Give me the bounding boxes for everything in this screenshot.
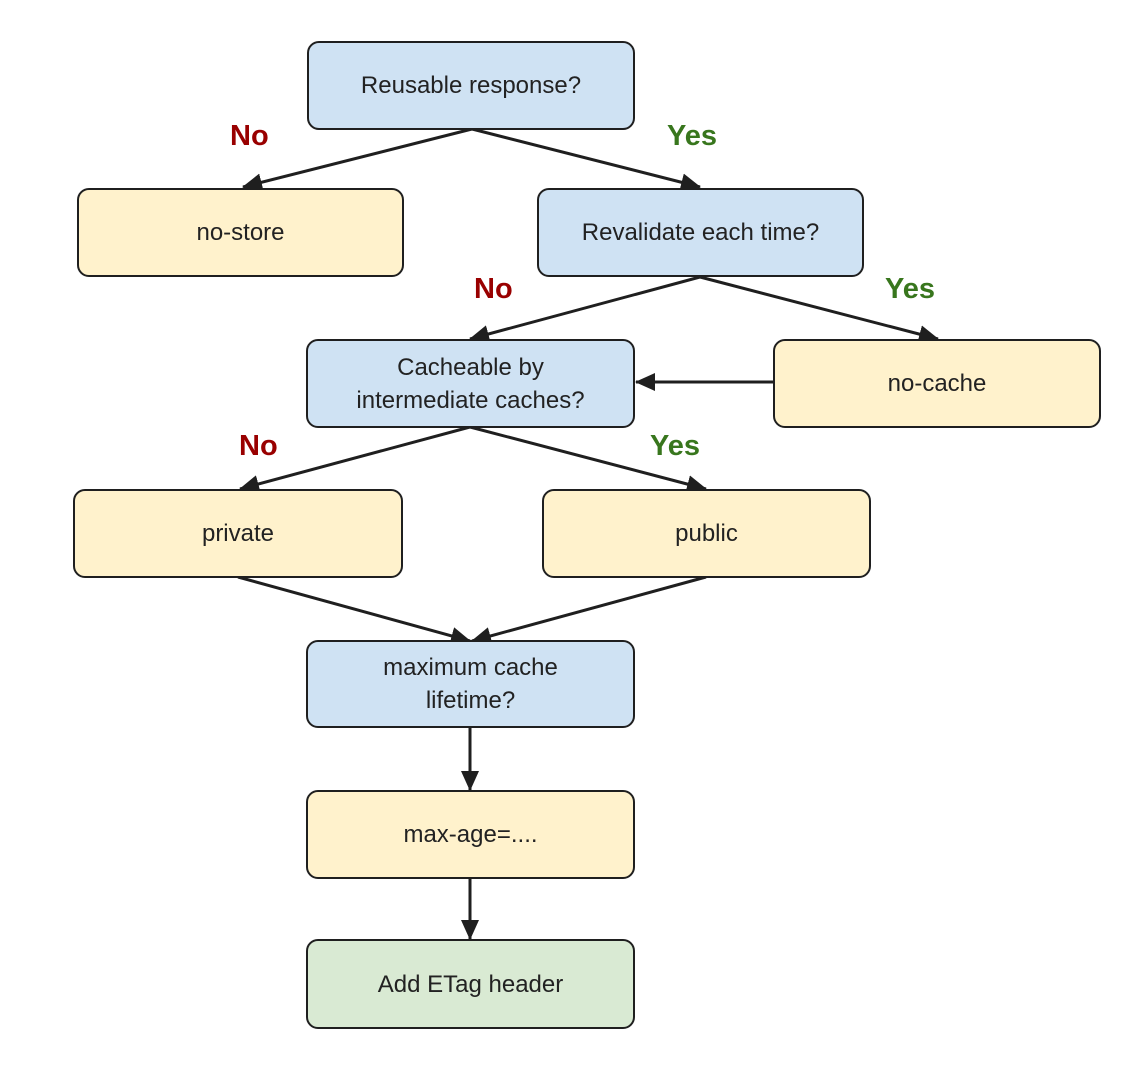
- node-private: private: [73, 489, 403, 578]
- arrow-reusable-to-revalidate: [471, 127, 701, 192]
- node-max-lifetime-line1: maximum cache: [383, 654, 558, 681]
- node-public-label: public: [675, 520, 738, 547]
- arrow-cacheable-to-public: [469, 425, 707, 493]
- label-yes-revalidate: Yes: [885, 273, 935, 305]
- arrow-revalidate-to-cacheable: [469, 275, 701, 343]
- label-no-revalidate: No: [474, 273, 513, 305]
- node-add-etag-header-label: Add ETag header: [377, 970, 564, 998]
- node-cacheable-intermediate: Cacheable by intermediate caches?: [306, 339, 635, 428]
- arrow-public-to-max-lifetime: [471, 575, 707, 645]
- label-no-cacheable: No: [239, 430, 278, 462]
- node-max-lifetime-line2: lifetime?: [425, 687, 516, 714]
- node-cacheable-line2: intermediate caches?: [356, 386, 585, 414]
- label-no-reusable: No: [230, 120, 269, 152]
- node-maximum-cache-lifetime: maximum cache lifetime?: [306, 640, 635, 728]
- arrow-cacheable-to-private: [239, 425, 471, 493]
- node-revalidate-each-time-label: Revalidate each time?: [581, 219, 820, 246]
- node-add-etag-header: Add ETag header: [306, 939, 635, 1029]
- node-no-cache-label: no-cache: [887, 370, 987, 397]
- arrow-reusable-to-no-store: [242, 127, 473, 192]
- node-revalidate-each-time: Revalidate each time?: [537, 188, 864, 277]
- label-yes-reusable: Yes: [667, 120, 717, 152]
- node-no-cache: no-cache: [773, 339, 1101, 428]
- node-no-store-label: no-store: [196, 219, 285, 246]
- node-reusable-response: Reusable response?: [307, 41, 635, 130]
- node-cacheable-intermediate-label: Cacheable by intermediate caches?: [356, 351, 584, 417]
- label-yes-cacheable: Yes: [650, 430, 700, 462]
- node-private-label: private: [201, 520, 275, 547]
- node-reusable-response-label: Reusable response?: [360, 72, 582, 99]
- node-cacheable-line1: Cacheable by: [397, 353, 544, 381]
- node-max-age: max-age=....: [306, 790, 635, 879]
- arrow-revalidate-to-no-cache: [699, 275, 939, 343]
- node-maximum-cache-lifetime-label: maximum cache lifetime?: [383, 651, 558, 717]
- arrow-private-to-max-lifetime: [237, 575, 471, 645]
- node-no-store: no-store: [77, 188, 404, 277]
- node-max-age-label: max-age=....: [403, 821, 538, 848]
- node-public: public: [542, 489, 871, 578]
